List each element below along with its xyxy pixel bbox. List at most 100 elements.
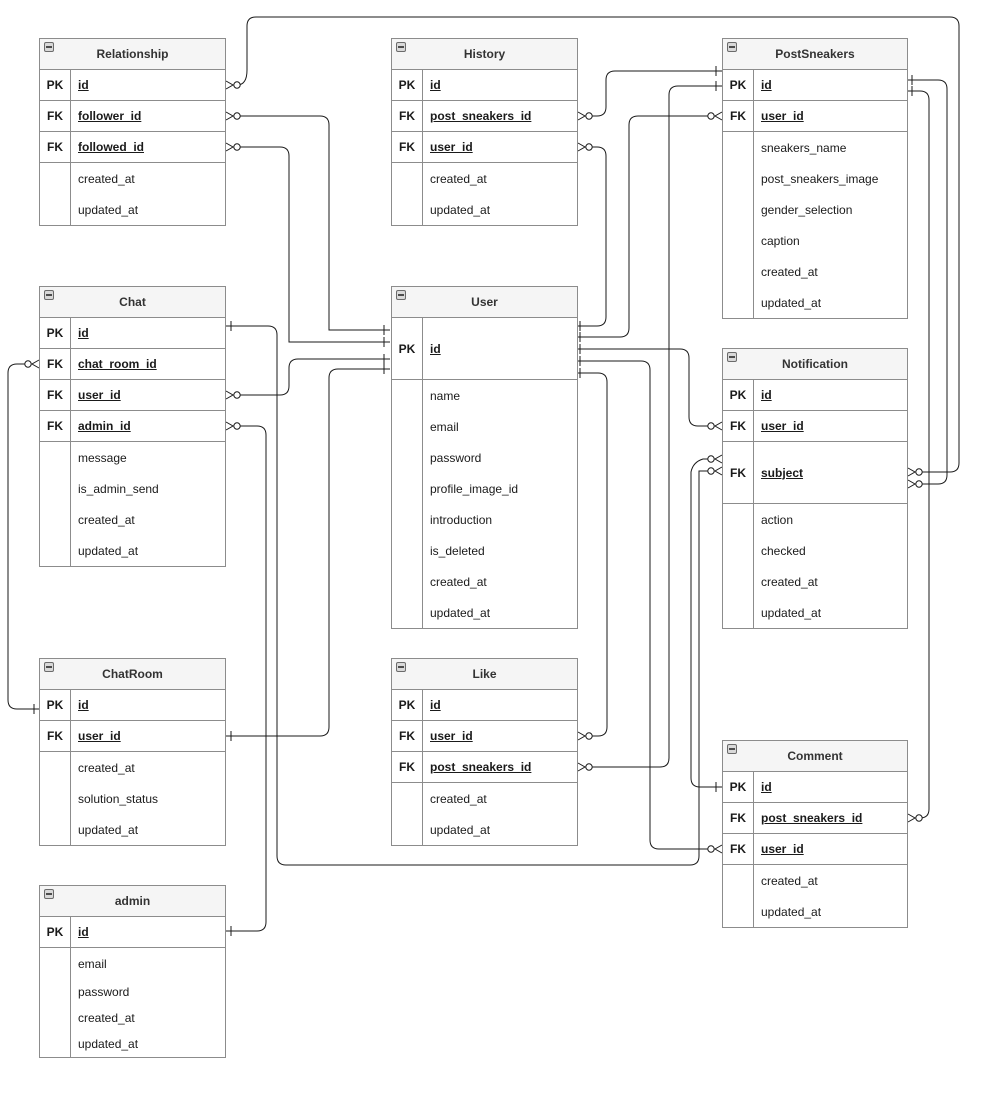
key-type [40,442,71,473]
key-type [392,597,423,628]
table-row[interactable]: checked [723,535,907,566]
table-header[interactable]: Comment [723,741,907,772]
line-comment-user [578,360,710,850]
table-row[interactable]: created_at [40,163,225,194]
table-row[interactable]: solution_status [40,783,225,814]
table-row[interactable]: updated_at [392,194,577,225]
collapse-icon[interactable] [727,42,737,52]
collapse-icon[interactable] [396,290,406,300]
table-row[interactable]: caption [723,225,907,256]
field-name: updated_at [78,543,139,558]
table-row[interactable]: is_admin_send [40,473,225,504]
table-row[interactable]: introduction [392,504,577,535]
table-row[interactable]: gender_selection [723,194,907,225]
table-row[interactable]: updated_at [723,597,907,628]
table-row[interactable]: updated_at [723,896,907,927]
table-row[interactable]: password [40,979,225,1005]
table-title: Like [472,667,497,681]
table-row[interactable]: updated_at [40,814,225,845]
field-name: id [78,78,89,92]
table-row[interactable]: created_at [392,783,577,814]
table-row[interactable]: email [40,948,225,979]
table-header[interactable]: admin [40,886,225,917]
table-header[interactable]: Chat [40,287,225,318]
collapse-icon[interactable] [44,290,54,300]
table-row[interactable]: created_at [40,752,225,783]
table-row[interactable]: name [392,380,577,411]
collapse-icon[interactable] [396,662,406,672]
table-row[interactable]: created_at [392,566,577,597]
table-row[interactable]: sneakers_name [723,132,907,163]
table-row[interactable]: created_at [723,256,907,287]
table-row[interactable]: post_sneakers_image [723,163,907,194]
table-row[interactable]: action [723,504,907,535]
collapse-icon[interactable] [44,662,54,672]
table-row[interactable]: created_at [723,566,907,597]
table-header[interactable]: ChatRoom [40,659,225,690]
table-row[interactable]: updated_at [40,535,225,566]
table-row[interactable]: is_deleted [392,535,577,566]
table-row[interactable]: updated_at [40,1031,225,1057]
collapse-icon[interactable] [727,352,737,362]
collapse-icon[interactable] [44,42,54,52]
table-row[interactable]: updated_at [392,597,577,628]
table-row[interactable]: created_at [40,504,225,535]
table-header[interactable]: PostSneakers [723,39,907,70]
table-header[interactable]: User [392,287,577,318]
table-row[interactable]: created_at [392,163,577,194]
table-row[interactable]: updated_at [723,287,907,318]
table-row[interactable]: password [392,442,577,473]
collapse-icon[interactable] [396,42,406,52]
table-row[interactable]: updated_at [40,194,225,225]
table-header[interactable]: Notification [723,349,907,380]
table-row[interactable]: updated_at [392,814,577,845]
crows-foot-marker [225,390,235,400]
field-name: id [430,78,441,92]
table-header[interactable]: History [392,39,577,70]
table-row[interactable]: profile_image_id [392,473,577,504]
collapse-icon[interactable] [727,744,737,754]
table-row[interactable]: message [40,442,225,473]
collapse-icon[interactable] [44,889,54,899]
table-row[interactable]: created_at [723,865,907,896]
table-header[interactable]: Like [392,659,577,690]
table-header[interactable]: Relationship [40,39,225,70]
table-row[interactable]: created_at [40,1005,225,1031]
table-row[interactable]: email [392,411,577,442]
